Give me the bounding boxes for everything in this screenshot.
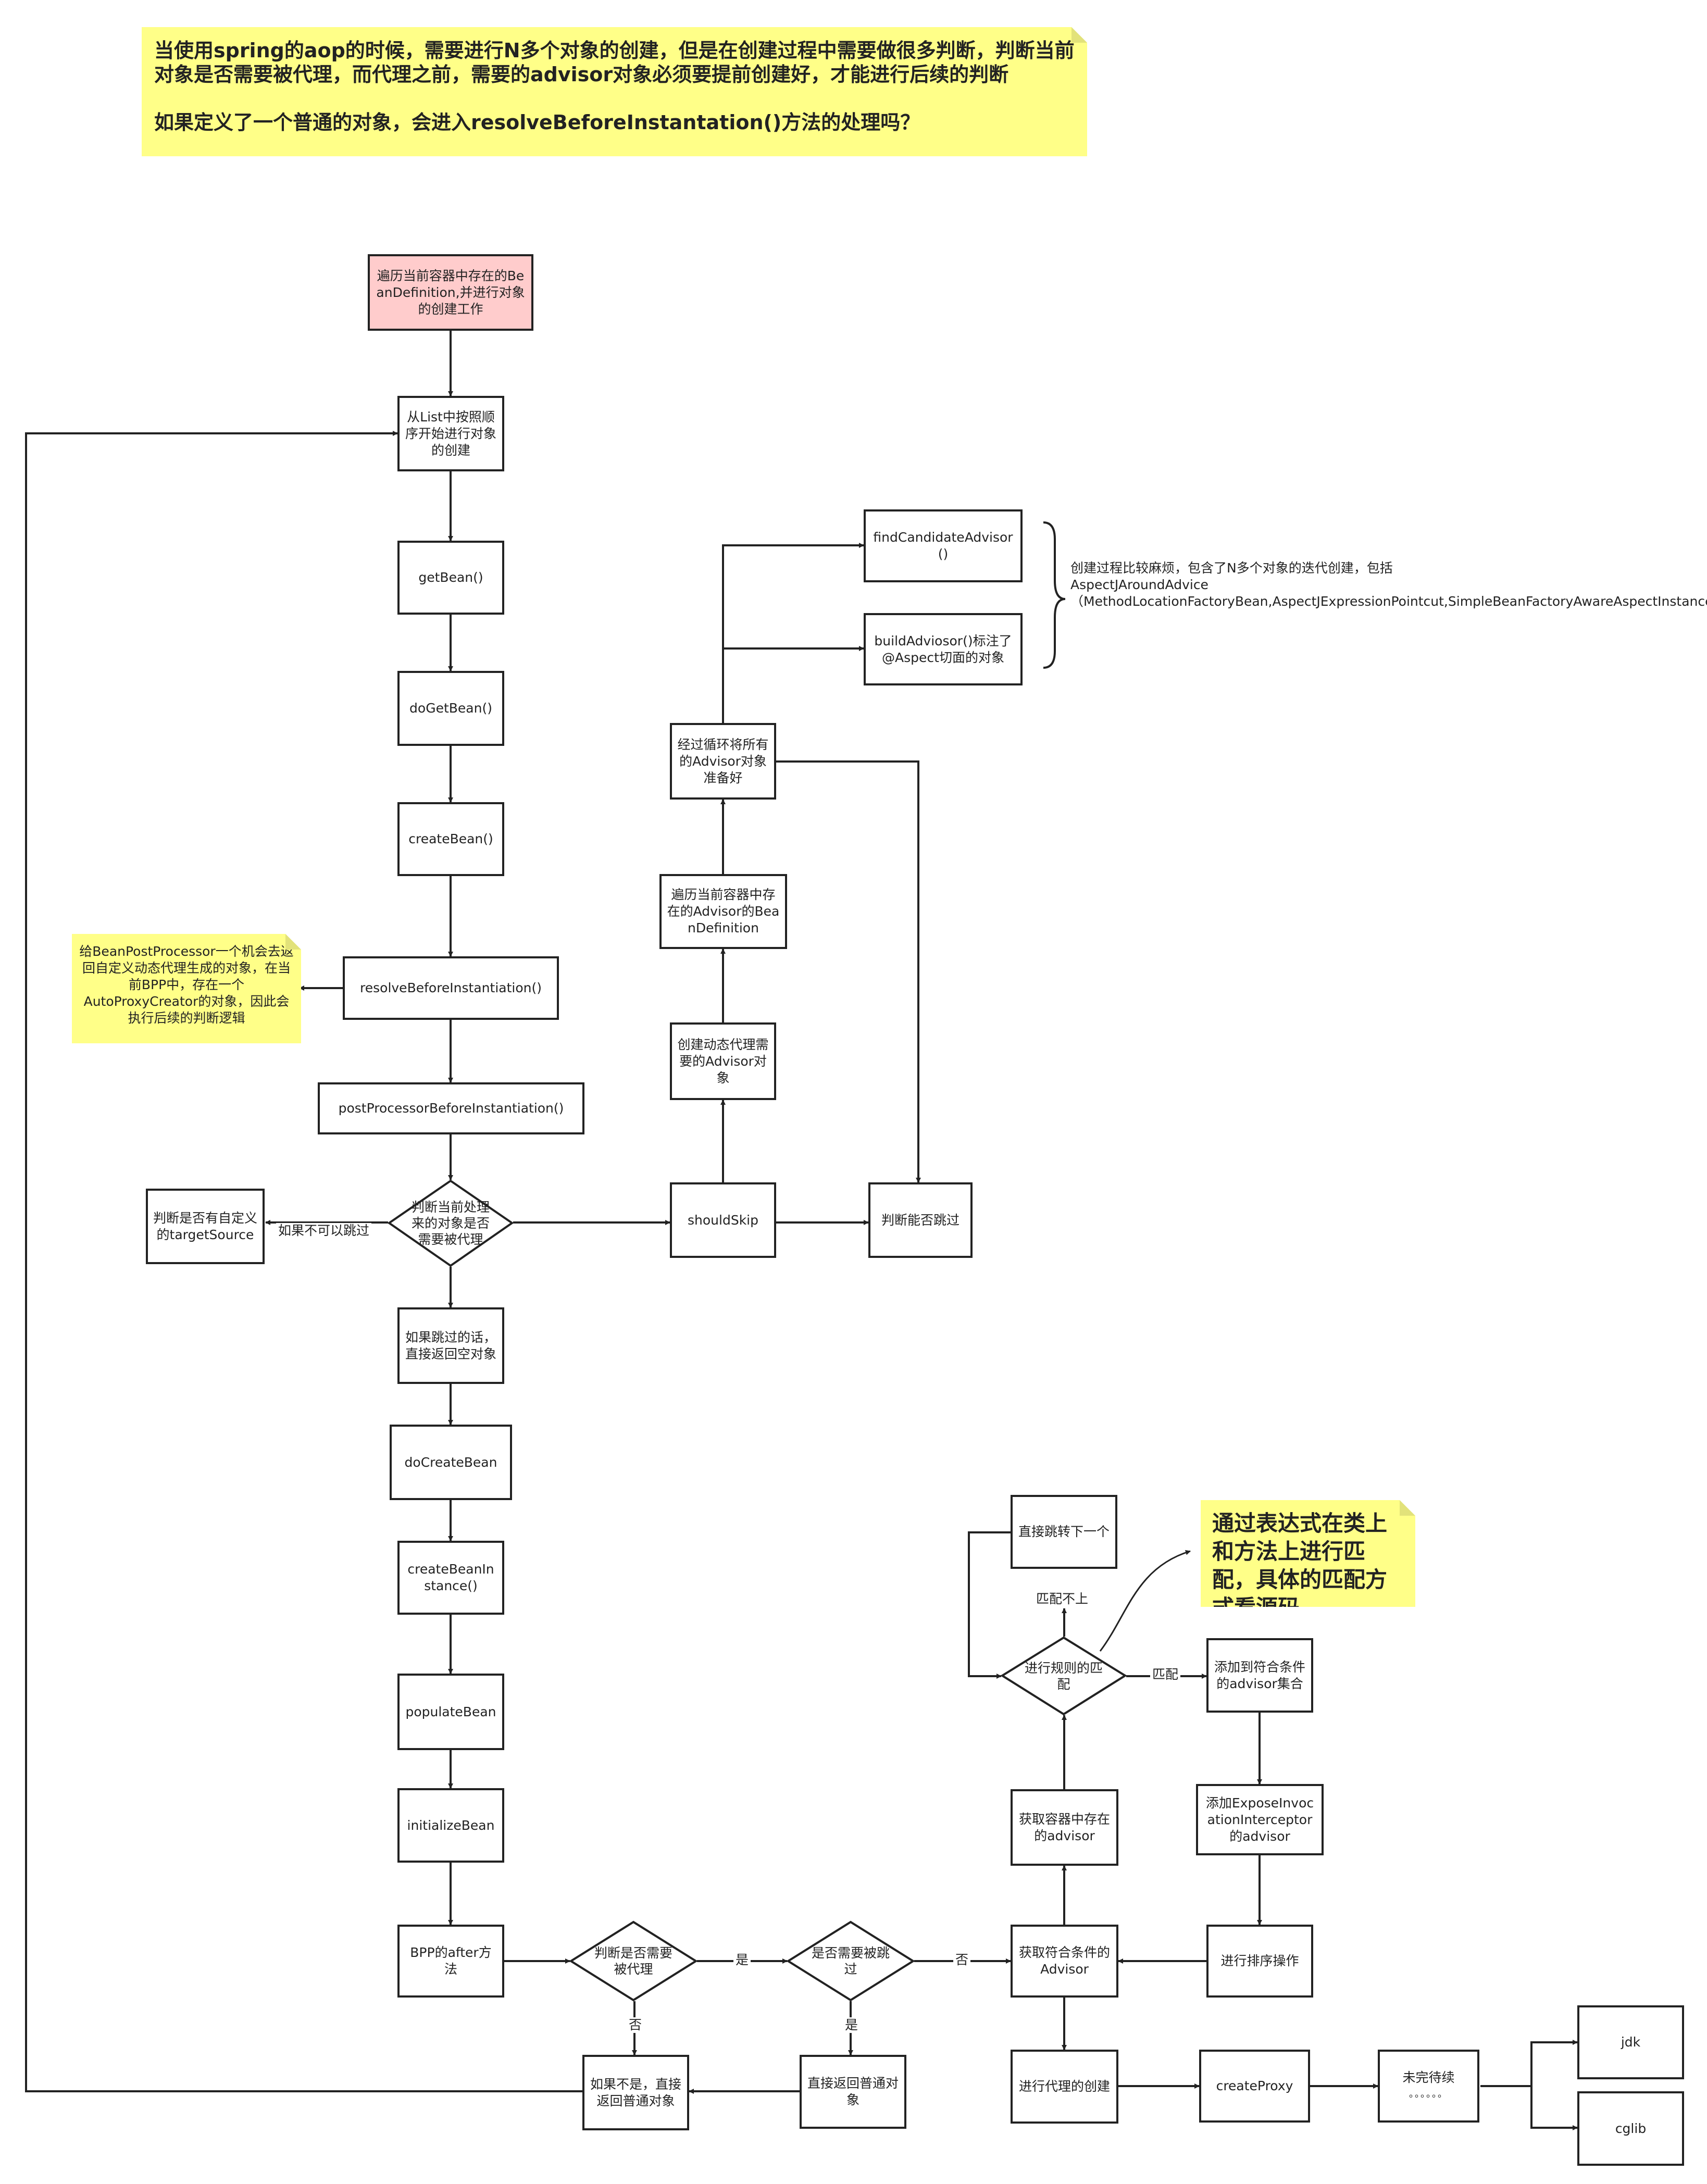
header-note: 当使用spring的aop的时候，需要进行N多个对象的创建，但是在创建过程中需要… — [142, 27, 1087, 156]
node-do-create-bean: doCreateBean — [390, 1425, 512, 1500]
node-iterate-advisor-bd: 遍历当前容器中存在的Advisor的BeanDefinition — [659, 874, 787, 949]
decision-need-proxy-check: 判断当前处理来的对象是否需要被代理 — [387, 1179, 514, 1267]
node-create-bean-instance: createBeanInstance() — [397, 1541, 504, 1615]
node-initialize-bean: initializeBean — [397, 1788, 504, 1863]
label-no-1: 否 — [627, 2017, 644, 2033]
node-add-eligible: 添加到符合条件的advisor集合 — [1206, 1638, 1313, 1713]
node-jump-next: 直接跳转下一个 — [1011, 1495, 1117, 1569]
tbc-dots: 。。。。。。 — [1409, 2089, 1448, 2100]
node-judge-skip: 判断能否跳过 — [868, 1182, 973, 1258]
header-note-line2: 对象是否需要被代理，而代理之前，需要的advisor对象必须要提前创建好，才能进… — [154, 63, 1009, 86]
decision-need-skip: 是否需要被跳过 — [786, 1920, 915, 2002]
edge-ready-to-judge — [776, 760, 921, 1183]
node-get-container-advisor: 获取容器中存在的advisor — [1011, 1789, 1118, 1866]
bpp-note-text: 给BeanPostProcessor一个机会去返回自定义动态代理生成的对象，在当… — [79, 944, 294, 1026]
node-get-eligible-advisor: 获取符合条件的Advisor — [1011, 1925, 1118, 1998]
decision-need-skip-label: 是否需要被跳过 — [811, 1945, 890, 1977]
node-advisors-ready: 经过循环将所有的Advisor对象准备好 — [670, 723, 776, 800]
edge-ready-to-find — [722, 543, 864, 723]
node-populate-bean: populateBean — [397, 1674, 504, 1750]
node-post-processor-before: postProcessorBeforeInstantiation() — [318, 1082, 584, 1134]
node-get-bean: getBean() — [397, 541, 504, 615]
node-target-source: 判断是否有自定义的targetSource — [146, 1189, 265, 1264]
header-note-line3: 如果定义了一个普通的对象，会进入resolveBeforeInstantatio… — [154, 111, 920, 134]
edge-loop-back — [25, 431, 582, 2092]
node-cglib: cglib — [1577, 2091, 1684, 2166]
node-jdk: jdk — [1577, 2005, 1684, 2079]
node-bpp-after: BPP的after方法 — [397, 1925, 504, 1998]
decision-shape — [569, 1920, 698, 2002]
decision-need-proxy: 判断是否需要被代理 — [569, 1920, 698, 2002]
node-to-be-continued: 未完待续 。。。。。。 — [1378, 2050, 1479, 2123]
expression-note: 通过表达式在类上和方法上进行匹配，具体的匹配方式看源码 — [1201, 1500, 1415, 1607]
node-return-normal: 直接返回普通对象 — [800, 2055, 906, 2129]
brace-text: 创建过程比较麻烦，包含了N多个对象的迭代创建，包括AspectJAroundAd… — [1070, 560, 1707, 609]
node-create-advisor: 创建动态代理需要的Advisor对象 — [670, 1022, 776, 1100]
decision-shape — [786, 1920, 915, 2002]
tbc-label: 未完待续 — [1402, 2070, 1455, 2085]
label-no-2: 否 — [953, 1952, 971, 1968]
decision-need-proxy-check-label: 判断当前处理来的对象是否需要被代理 — [411, 1200, 490, 1247]
brace-shape — [1043, 521, 1066, 669]
node-start: 遍历当前容器中存在的BeanDefinition,并进行对象的创建工作 — [368, 254, 533, 331]
label-yes-1: 是 — [733, 1952, 751, 1968]
label-match: 匹配 — [1150, 1667, 1181, 1682]
decision-shape — [1000, 1636, 1127, 1716]
bpp-note: 给BeanPostProcessor一个机会去返回自定义动态代理生成的对象，在当… — [72, 934, 301, 1043]
node-create-bean: createBean() — [397, 802, 504, 876]
expression-note-text: 通过表达式在类上和方法上进行匹配，具体的匹配方式看源码 — [1212, 1511, 1388, 1607]
node-proxy-create: 进行代理的创建 — [1011, 2050, 1118, 2124]
node-add-expose: 添加ExposeInvocationInterceptor的advisor — [1196, 1784, 1324, 1855]
decision-need-proxy-label: 判断是否需要被代理 — [594, 1945, 672, 1977]
node-find-candidate: findCandidateAdvisor() — [864, 509, 1023, 582]
node-sort: 进行排序操作 — [1206, 1925, 1313, 1998]
label-cannot-skip: 如果不可以跳过 — [276, 1223, 372, 1239]
node-should-skip: shouldSkip — [670, 1182, 776, 1258]
node-skip-return-empty: 如果跳过的话，直接返回空对象 — [397, 1307, 504, 1384]
node-do-get-bean: doGetBean() — [397, 671, 504, 746]
label-yes-2: 是 — [843, 2017, 861, 2033]
edge-tbc-to-jdk — [1480, 2040, 1578, 2087]
node-return-normal-no: 如果不是，直接返回普通对象 — [582, 2055, 689, 2130]
node-resolve-before: resolveBeforeInstantiation() — [343, 956, 559, 1020]
node-create-proxy: createProxy — [1199, 2050, 1310, 2123]
edge-tbc-to-cglib — [1530, 2086, 1578, 2130]
decision-shape — [387, 1179, 514, 1267]
edge-jumpnext-loop-to-match — [968, 1531, 1011, 1679]
edge-match-to-expression-note — [1099, 1550, 1191, 1652]
label-match-fail: 匹配不上 — [1034, 1591, 1091, 1607]
node-from-list: 从List中按照顺序开始进行对象的创建 — [397, 396, 504, 471]
decision-rule-match: 进行规则的匹配 — [1000, 1636, 1127, 1716]
header-note-line1: 当使用spring的aop的时候，需要进行N多个对象的创建，但是在创建过程中需要… — [154, 39, 1075, 62]
decision-rule-match-label: 进行规则的匹配 — [1024, 1660, 1103, 1692]
node-build-advisor: buildAdviosor()标注了@Aspect切面的对象 — [864, 613, 1023, 685]
